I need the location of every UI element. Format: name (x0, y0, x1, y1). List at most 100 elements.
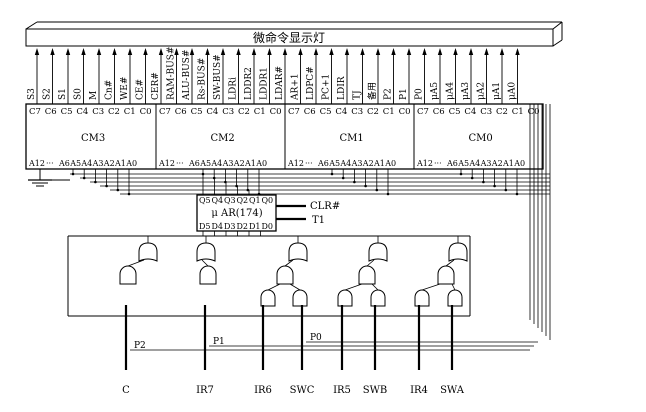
bit-label: C1 (254, 107, 266, 117)
chip-name: CM3 (81, 133, 105, 144)
chip-name: CM1 (340, 133, 364, 144)
bus-dot (386, 192, 390, 196)
and-gate (447, 289, 463, 307)
chip-name: CM2 (211, 133, 235, 144)
signal-arrow-head (344, 48, 350, 55)
bit-label: C7 (159, 107, 171, 117)
or-gate (288, 242, 308, 262)
uar-d-pin: D2 (237, 222, 249, 231)
signal-arrow-head (360, 48, 365, 55)
addr-label: A2 (103, 159, 115, 168)
bit-label: C3 (92, 107, 104, 117)
input-label: IR6 (254, 385, 272, 396)
signal-label: PC+1 (322, 74, 332, 100)
signal-label: μA2 (477, 82, 487, 100)
addr-dots: ··· (305, 159, 313, 168)
addr-label: A0 (125, 159, 137, 168)
addr-label: A12 (416, 159, 433, 168)
uar-q-pin: Q1 (249, 196, 261, 205)
signal-arrow-head (298, 48, 303, 55)
bus-dot (257, 192, 261, 196)
bit-label: C0 (270, 107, 282, 117)
or-gate (138, 242, 158, 262)
and-gate (414, 289, 430, 307)
addr-dots: ··· (434, 159, 442, 168)
addr-dots: ··· (46, 159, 54, 168)
bit-label: C7 (417, 107, 429, 117)
addr-label: A1 (114, 159, 126, 168)
signal-arrow-head (65, 48, 71, 55)
input-label: SWB (363, 385, 387, 396)
bit-label: C3 (351, 107, 363, 117)
addr-label: A4 (339, 159, 351, 168)
signal-label: μA5 (430, 82, 440, 100)
addr-label: A12 (287, 159, 304, 168)
bus-dot (493, 184, 496, 188)
signal-label: μA3 (461, 82, 471, 100)
wire-label: P2 (134, 341, 146, 351)
bus-dot (375, 188, 379, 192)
bus-dot (116, 188, 120, 192)
addr-label: A12 (158, 159, 175, 168)
signal-arrow-head (391, 48, 396, 55)
uar-q-pin: Q5 (199, 196, 211, 205)
and-gate (358, 265, 376, 285)
addr-label: A2 (233, 159, 245, 168)
addr-label: A4 (80, 159, 92, 168)
signal-label: CER# (151, 72, 161, 100)
bus-dot (341, 176, 345, 180)
or-gate (196, 242, 216, 262)
bus-dot (105, 184, 108, 188)
chip-name: CM0 (469, 133, 493, 144)
input-label: SWC (290, 385, 315, 396)
addr-label: A4 (210, 159, 222, 168)
bit-label: C6 (175, 107, 187, 117)
signal-label: S3 (27, 88, 37, 100)
signal-arrow-head (96, 48, 102, 55)
uar-q-pin: Q4 (212, 196, 224, 205)
signal-arrow-head (112, 48, 117, 55)
uar-q-pin: Q0 (262, 196, 274, 205)
addr-label: A3 (351, 159, 363, 168)
signal-label: LDDR1 (260, 67, 270, 100)
signal-arrow-head (437, 48, 443, 55)
signal-arrow-head (236, 48, 241, 55)
uar-d-pin: D0 (262, 222, 274, 231)
bus-dot (82, 176, 86, 180)
signal-arrow-head (174, 48, 179, 55)
signal-arrow-head (127, 48, 133, 55)
bit-label: C2 (238, 107, 250, 117)
addr-label: A1 (502, 159, 514, 168)
input-label: IR5 (333, 385, 351, 396)
addr-label: A3 (480, 159, 492, 168)
bus-dot (482, 180, 485, 184)
and-gate (199, 265, 217, 285)
addr-label: A0 (513, 159, 525, 168)
signal-label: μA4 (446, 82, 456, 100)
addr-label: A1 (244, 159, 256, 168)
bus-dot (515, 192, 519, 196)
addr-label: A6 (188, 159, 200, 168)
signal-arrows (34, 48, 520, 104)
signal-arrow-head (515, 48, 520, 55)
bit-label: C3 (480, 107, 492, 117)
uar-d-pin: D5 (199, 222, 211, 231)
signal-arrow-head (189, 48, 195, 55)
bit-label: C7 (288, 107, 300, 117)
logic-gates (119, 231, 468, 307)
signal-label: S0 (74, 88, 84, 100)
signal-arrow-head (422, 48, 427, 55)
signal-label: LDAR# (275, 66, 285, 100)
address-bus (70, 104, 551, 340)
signal-label: Cn# (105, 80, 115, 100)
bit-label: C5 (449, 107, 461, 117)
signal-arrow-head (468, 48, 474, 55)
addr-label: A2 (491, 159, 503, 168)
signal-label: P2 (384, 88, 394, 100)
addr-label: A3 (222, 159, 234, 168)
wire-label: P1 (213, 337, 225, 347)
input-label: IR7 (196, 385, 214, 396)
